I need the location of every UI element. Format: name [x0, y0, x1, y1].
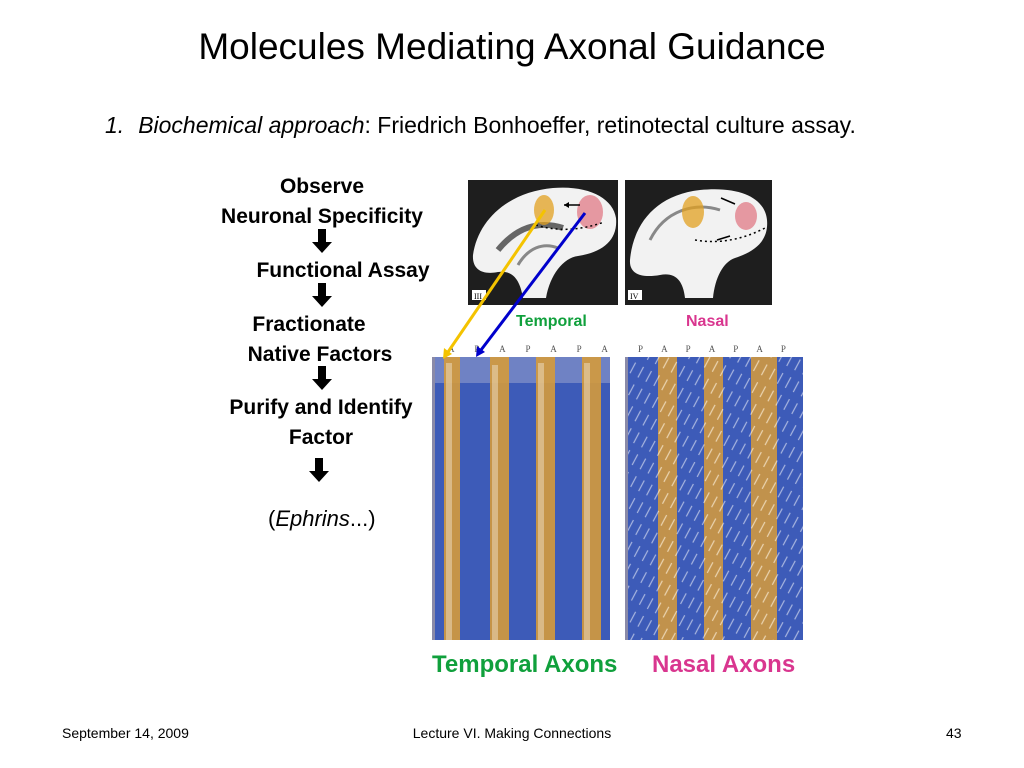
- lane-label: P: [780, 344, 786, 354]
- lane-label: P: [733, 344, 739, 354]
- lane-label: A: [756, 344, 763, 354]
- step-functional-assay: Functional Assay: [256, 259, 430, 282]
- tectum-photo-temporal: III: [468, 180, 618, 305]
- step-observe-line2: Neuronal Specificity: [221, 205, 423, 228]
- label-temporal: Temporal: [516, 313, 587, 330]
- panel-id-left: III: [474, 292, 482, 301]
- down-arrow-icon: [312, 366, 332, 390]
- footer-date: September 14, 2009: [62, 725, 189, 741]
- caption-temporal-axons: Temporal Axons: [432, 651, 618, 678]
- label-nasal: Nasal: [686, 313, 729, 330]
- step-purify-line2: Factor: [288, 426, 354, 449]
- step-fractionate-line1: Fractionate: [252, 313, 366, 336]
- tectum-photo-nasal: IV: [625, 180, 772, 305]
- step-fractionate-line2: Native Factors: [247, 343, 393, 366]
- lane-labels-right: P A P A P A P: [638, 344, 786, 354]
- lane-label: A: [550, 344, 557, 354]
- lane-label: A: [661, 344, 668, 354]
- lane-labels-left: A P A P A P A: [448, 344, 608, 354]
- lane-label: A: [601, 344, 608, 354]
- lane-label: P: [474, 344, 480, 354]
- lane-label: P: [525, 344, 531, 354]
- step-observe-line1: Observe: [279, 175, 365, 198]
- down-arrow-icon: [312, 283, 332, 307]
- subtitle-emphasis: Biochemical approach: [138, 112, 365, 138]
- lane-label: P: [638, 344, 644, 354]
- subtitle-number: 1.: [105, 112, 125, 138]
- step-observe: Observe Neuronal Specificity: [192, 172, 452, 232]
- down-arrow-icon: [309, 458, 329, 482]
- subtitle-line: 1. Biochemical approach: Friedrich Bonhoe…: [105, 110, 856, 140]
- result-ephrins: (Ephrins...): [268, 506, 376, 531]
- lane-label: P: [685, 344, 691, 354]
- step-purify: Purify and Identify Factor: [196, 393, 446, 453]
- lane-label: A: [499, 344, 506, 354]
- panel-id-right: IV: [630, 292, 639, 301]
- lane-label: A: [448, 344, 455, 354]
- lane-label: P: [576, 344, 582, 354]
- footer-lecture: Lecture VI. Making Connections: [412, 725, 612, 741]
- step-fractionate: Fractionate Native Factors: [200, 310, 440, 370]
- down-arrow-icon: [312, 229, 332, 253]
- slide-title: Molecules Mediating Axonal Guidance: [198, 26, 826, 67]
- subtitle-rest: : Friedrich Bonhoeffer, retinotectal cul…: [364, 112, 856, 138]
- stripe-assay-nasal: [625, 357, 803, 640]
- stripe-assay-temporal: [432, 357, 610, 640]
- lane-label: A: [708, 344, 716, 354]
- result-name: Ephrins: [275, 506, 350, 531]
- step-purify-line1: Purify and Identify: [229, 396, 413, 419]
- caption-nasal-axons: Nasal Axons: [652, 651, 796, 678]
- footer-page-number: 43: [946, 725, 962, 741]
